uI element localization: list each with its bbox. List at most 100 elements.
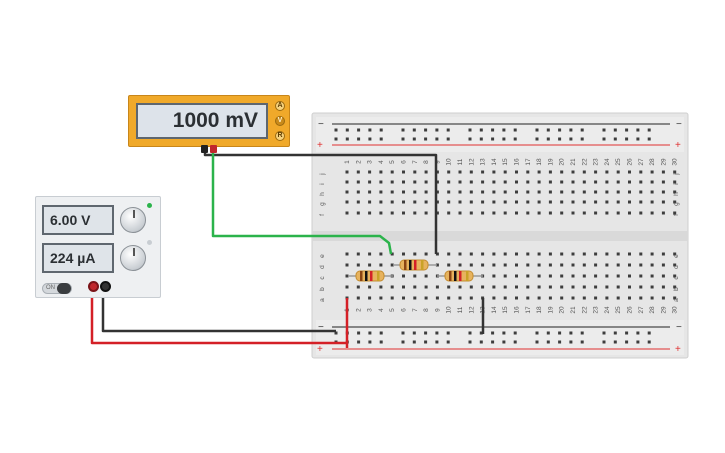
- hole-power-rail[interactable]: [535, 137, 539, 141]
- wire-black-multimeter[interactable]: [203, 150, 438, 254]
- hole-bottom-row[interactable]: [390, 296, 394, 300]
- hole-top-row[interactable]: [503, 211, 507, 215]
- hole-power-rail[interactable]: [435, 137, 439, 141]
- hole-power-rail[interactable]: [412, 340, 416, 344]
- hole-top-row[interactable]: [390, 170, 394, 174]
- hole-top-row[interactable]: [390, 190, 394, 194]
- hole-top-row[interactable]: [345, 200, 349, 204]
- hole-bottom-row[interactable]: [503, 285, 507, 289]
- hole-power-rail[interactable]: [491, 137, 495, 141]
- hole-top-row[interactable]: [594, 180, 598, 184]
- hole-bottom-row[interactable]: [616, 285, 620, 289]
- hole-bottom-row[interactable]: [413, 285, 417, 289]
- hole-bottom-row[interactable]: [605, 285, 609, 289]
- hole-top-row[interactable]: [560, 211, 564, 215]
- hole-power-rail[interactable]: [558, 331, 562, 335]
- hole-top-row[interactable]: [582, 180, 586, 184]
- hole-top-row[interactable]: [379, 200, 383, 204]
- hole-power-rail[interactable]: [513, 137, 517, 141]
- hole-power-rail[interactable]: [602, 137, 606, 141]
- hole-bottom-row[interactable]: [413, 252, 417, 256]
- hole-power-rail[interactable]: [412, 137, 416, 141]
- hole-bottom-row[interactable]: [650, 274, 654, 278]
- hole-top-row[interactable]: [515, 211, 518, 215]
- hole-top-row[interactable]: [650, 200, 654, 204]
- hole-power-rail[interactable]: [625, 128, 629, 132]
- hole-top-row[interactable]: [616, 170, 620, 174]
- hole-top-row[interactable]: [424, 180, 428, 184]
- hole-power-rail[interactable]: [491, 128, 495, 132]
- hole-top-row[interactable]: [639, 190, 643, 194]
- hole-bottom-row[interactable]: [571, 285, 575, 289]
- hole-bottom-row[interactable]: [628, 274, 631, 278]
- hole-top-row[interactable]: [628, 200, 631, 204]
- hole-power-rail[interactable]: [368, 331, 372, 335]
- hole-top-row[interactable]: [582, 190, 586, 194]
- hole-bottom-row[interactable]: [582, 274, 586, 278]
- hole-bottom-row[interactable]: [402, 274, 405, 278]
- hole-top-row[interactable]: [673, 180, 677, 184]
- hole-bottom-row[interactable]: [515, 252, 518, 256]
- hole-top-row[interactable]: [650, 180, 654, 184]
- hole-bottom-row[interactable]: [515, 296, 518, 300]
- hole-bottom-row[interactable]: [447, 263, 451, 267]
- hole-bottom-row[interactable]: [390, 285, 394, 289]
- hole-bottom-row[interactable]: [402, 252, 405, 256]
- hole-bottom-row[interactable]: [492, 252, 496, 256]
- hole-bottom-row[interactable]: [345, 285, 349, 289]
- hole-bottom-row[interactable]: [356, 263, 360, 267]
- hole-power-rail[interactable]: [491, 340, 495, 344]
- hole-top-row[interactable]: [571, 200, 575, 204]
- hole-top-row[interactable]: [435, 211, 439, 215]
- hole-power-rail[interactable]: [345, 128, 349, 132]
- hole-power-rail[interactable]: [602, 128, 606, 132]
- hole-top-row[interactable]: [469, 200, 473, 204]
- hole-top-row[interactable]: [413, 170, 417, 174]
- hole-power-rail[interactable]: [569, 331, 573, 335]
- hole-top-row[interactable]: [402, 200, 405, 204]
- hole-bottom-row[interactable]: [605, 296, 609, 300]
- hole-top-row[interactable]: [447, 200, 451, 204]
- hole-bottom-row[interactable]: [650, 296, 654, 300]
- hole-top-row[interactable]: [402, 190, 405, 194]
- hole-bottom-row[interactable]: [469, 263, 473, 267]
- hole-power-rail[interactable]: [546, 137, 550, 141]
- hole-bottom-row[interactable]: [515, 285, 518, 289]
- hole-bottom-row[interactable]: [503, 263, 507, 267]
- hole-top-row[interactable]: [447, 180, 451, 184]
- hole-top-row[interactable]: [673, 211, 677, 215]
- hole-bottom-row[interactable]: [515, 274, 518, 278]
- hole-bottom-row[interactable]: [345, 274, 349, 278]
- hole-top-row[interactable]: [526, 200, 530, 204]
- hole-top-row[interactable]: [673, 170, 677, 174]
- hole-bottom-row[interactable]: [526, 285, 530, 289]
- hole-bottom-row[interactable]: [537, 252, 541, 256]
- mode-voltmeter-button[interactable]: V: [275, 116, 285, 126]
- mode-ohmmeter-button[interactable]: R: [275, 131, 285, 141]
- hole-top-row[interactable]: [582, 211, 586, 215]
- hole-power-rail[interactable]: [468, 137, 472, 141]
- hole-bottom-row[interactable]: [560, 252, 564, 256]
- hole-bottom-row[interactable]: [673, 285, 677, 289]
- hole-top-row[interactable]: [560, 180, 564, 184]
- hole-top-row[interactable]: [582, 170, 586, 174]
- hole-power-rail[interactable]: [379, 340, 383, 344]
- wire-black-psu[interactable]: [101, 290, 336, 333]
- hole-top-row[interactable]: [492, 170, 496, 174]
- hole-bottom-row[interactable]: [345, 252, 349, 256]
- hole-top-row[interactable]: [481, 170, 485, 174]
- hole-bottom-row[interactable]: [402, 285, 405, 289]
- hole-top-row[interactable]: [368, 200, 372, 204]
- hole-power-rail[interactable]: [546, 331, 550, 335]
- hole-power-rail[interactable]: [647, 331, 651, 335]
- hole-power-rail[interactable]: [580, 331, 584, 335]
- hole-power-rail[interactable]: [479, 128, 483, 132]
- hole-top-row[interactable]: [356, 200, 360, 204]
- hole-top-row[interactable]: [582, 200, 586, 204]
- hole-top-row[interactable]: [503, 170, 507, 174]
- hole-top-row[interactable]: [447, 211, 451, 215]
- hole-top-row[interactable]: [605, 190, 609, 194]
- hole-bottom-row[interactable]: [458, 252, 462, 256]
- hole-top-row[interactable]: [379, 211, 383, 215]
- hole-top-row[interactable]: [390, 211, 394, 215]
